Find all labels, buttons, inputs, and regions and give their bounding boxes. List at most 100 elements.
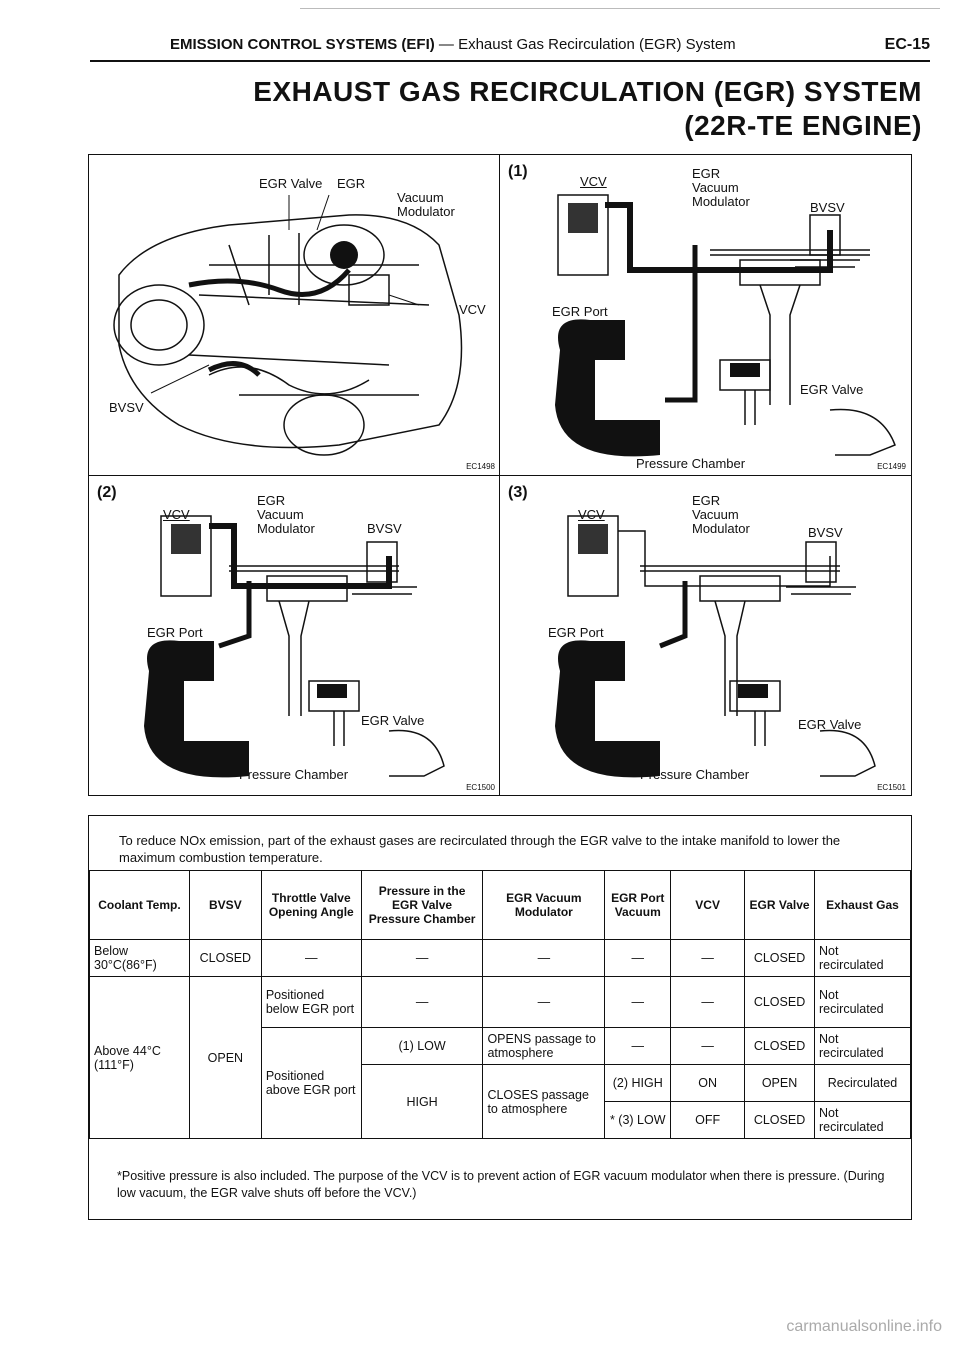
diagram-3: (3) EGR VCV Vacuum Modulator BVSV EGR Po… (500, 476, 910, 795)
cell: — (260, 939, 362, 977)
operation-table: Coolant Temp. BVSV Throttle Valve Openin… (89, 870, 911, 1139)
label-bvsv: BVSV (367, 521, 402, 536)
cell: — (604, 1027, 672, 1065)
label-vacuum: Vacuum (397, 190, 444, 205)
col-exhaust-gas: Exhaust Gas (814, 870, 911, 940)
label-pressure-chamber: Pressure Chamber (636, 456, 746, 471)
cell: CLOSES passage to atmosphere (482, 1064, 606, 1139)
cell: OPEN (744, 1064, 816, 1102)
col-throttle: Throttle Valve Opening Angle (260, 870, 362, 940)
cell: (1) LOW (360, 1027, 484, 1065)
cell: Not recirculated (814, 976, 911, 1028)
cell: CLOSED (744, 1027, 816, 1065)
label-modulator: Modulator (692, 521, 750, 536)
figure-code: EC1500 (466, 783, 495, 792)
label-egr-valve: EGR Valve (800, 382, 864, 397)
cell: — (482, 939, 606, 977)
cell: OPEN (188, 976, 262, 1139)
cell: Above 44°C (111°F) (89, 976, 190, 1139)
cell: — (482, 976, 606, 1028)
header-subsection: — Exhaust Gas Recirculation (EGR) System (434, 36, 736, 53)
label-vcv: VCV (459, 302, 486, 317)
cell: CLOSED (744, 1101, 816, 1139)
table-row: HIGH CLOSES passage to atmosphere (2) HI… (90, 1064, 911, 1139)
col-bvsv: BVSV (188, 870, 262, 940)
watermark: carmanualsonline.info (786, 1318, 942, 1335)
label-bvsv: BVSV (808, 525, 843, 540)
cell: * (3) LOW (604, 1101, 672, 1139)
egr-schematic-2 (144, 515, 445, 778)
page-number: EC-15 (884, 36, 930, 53)
egr-schematic-1 (555, 194, 896, 457)
figure-divider-horizontal (89, 475, 911, 476)
col-coolant-temp: Coolant Temp. (89, 870, 190, 940)
label-modulator: Modulator (397, 204, 455, 219)
label-vcv: VCV (163, 507, 190, 522)
figure-code: EC1499 (877, 462, 906, 471)
label-egr-valve: EGR Valve (361, 713, 425, 728)
label-egr: EGR (692, 493, 721, 508)
label-vacuum: Vacuum (257, 507, 304, 522)
cell: OFF (670, 1101, 746, 1139)
col-modulator: EGR Vacuum Modulator (482, 870, 606, 940)
cell: — (604, 939, 672, 977)
label-bvsv: BVSV (109, 400, 144, 415)
figure-code: EC1498 (466, 462, 495, 471)
label-modulator: Modulator (257, 521, 315, 536)
cell: — (670, 976, 746, 1028)
operation-table-box: To reduce NOx emission, part of the exha… (88, 815, 912, 1220)
table-row: Positioned above EGR port (1) LOW OPENS … (90, 1027, 911, 1139)
figure-number: (1) (508, 163, 528, 180)
cell: Recirculated (814, 1064, 911, 1102)
cell: OPENS passage to atmosphere (482, 1027, 606, 1065)
cell: Not recirculated (814, 1027, 911, 1065)
label-pressure-chamber: Pressure Chamber (239, 767, 349, 782)
cell: Positioned below EGR port (260, 976, 362, 1028)
label-vacuum: Vacuum (692, 507, 739, 522)
label-egr: EGR (692, 166, 721, 181)
cell: Not recirculated (814, 1101, 911, 1139)
label-egr: EGR (257, 493, 286, 508)
footnote: *Positive pressure is also included. The… (117, 1169, 885, 1200)
engine-figure: EGR Valve EGR Vacuum Modulator VCV BVSV … (89, 155, 499, 474)
label-egr-port: EGR Port (552, 304, 608, 319)
label-egr-port: EGR Port (548, 625, 604, 640)
figure-grid: EGR Valve EGR Vacuum Modulator VCV BVSV … (88, 154, 912, 796)
page-subtitle: (22R-TE ENGINE) (684, 110, 922, 141)
engine-illustration (113, 194, 463, 456)
label-pressure-chamber: Pressure Chamber (640, 767, 750, 782)
page-header: EMISSION CONTROL SYSTEMS (EFI) — Exhaust… (170, 36, 930, 53)
cell: Below 30°C(86°F) (89, 939, 190, 977)
top-rule (300, 8, 940, 9)
figure-number: (2) (97, 484, 117, 501)
col-egr-valve: EGR Valve (744, 870, 816, 940)
cell: ON (670, 1064, 746, 1102)
label-bvsv: BVSV (810, 200, 845, 215)
col-port-vacuum: EGR Port Vacuum (604, 870, 672, 940)
cell: CLOSED (744, 939, 816, 977)
cell: (2) HIGH (604, 1064, 672, 1102)
header-section: EMISSION CONTROL SYSTEMS (EFI) (170, 36, 435, 53)
table-row: Below 30°C(86°F) CLOSED — — — — — CLOSED… (89, 939, 911, 977)
label-egr-port: EGR Port (147, 625, 203, 640)
figure-code: EC1501 (877, 783, 906, 792)
label-vacuum: Vacuum (692, 180, 739, 195)
col-vcv: VCV (670, 870, 746, 940)
figure-number: (3) (508, 484, 528, 501)
table-row: Above 44°C (111°F) OPEN Positioned below… (89, 976, 911, 1139)
label-modulator: Modulator (692, 194, 750, 209)
cell: HIGH (360, 1064, 484, 1139)
cell: — (604, 976, 672, 1028)
label-egr-valve: EGR Valve (798, 717, 862, 732)
table-row: * (3) LOW OFF CLOSED Not recirculated (90, 1101, 911, 1139)
page-title: EXHAUST GAS RECIRCULATION (EGR) SYSTEM (253, 76, 922, 107)
label-egr: EGR (337, 176, 366, 191)
intro-text: To reduce NOx emission, part of the exha… (119, 833, 841, 865)
label-vcv: VCV (580, 174, 607, 189)
diagram-2: (2) EGR VCV Vacuum Modulator BVSV EGR Po… (89, 476, 499, 795)
cell: — (360, 939, 484, 977)
cell: CLOSED (188, 939, 262, 977)
egr-schematic-3 (555, 515, 876, 778)
cell: — (360, 976, 484, 1028)
header-rule (90, 60, 930, 62)
